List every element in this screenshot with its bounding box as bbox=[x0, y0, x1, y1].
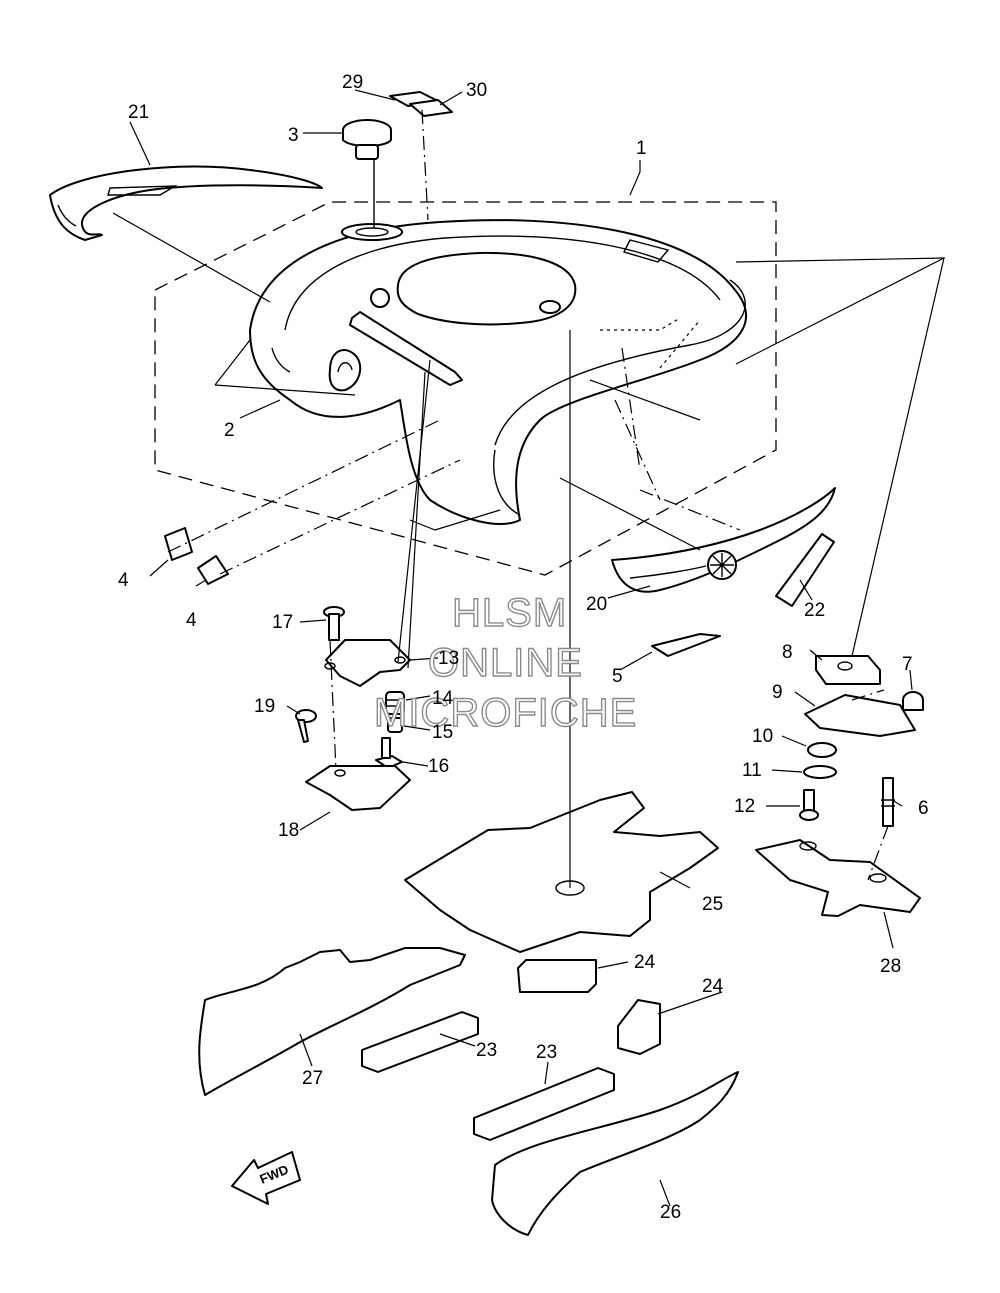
label-5[interactable] bbox=[651, 633, 721, 657]
washer-10[interactable] bbox=[807, 742, 837, 758]
watermark-line1: HLSM bbox=[452, 591, 567, 635]
callout-23b[interactable]: 23 bbox=[536, 1042, 557, 1063]
pad-24b[interactable] bbox=[617, 999, 661, 1055]
callout-21[interactable]: 21 bbox=[128, 102, 149, 123]
bolt-17[interactable] bbox=[323, 606, 345, 641]
collar-15[interactable] bbox=[387, 717, 403, 733]
callout-11[interactable]: 11 bbox=[742, 760, 762, 781]
bolt-12[interactable] bbox=[799, 789, 819, 821]
callout-10[interactable]: 10 bbox=[752, 726, 773, 747]
callout-19[interactable]: 19 bbox=[254, 696, 275, 717]
fuel-cap-3[interactable] bbox=[342, 119, 392, 160]
callout-23a[interactable]: 23 bbox=[476, 1040, 497, 1061]
watermark: HLSM ONLINE MICROFICHE bbox=[373, 590, 637, 735]
pad-4a[interactable] bbox=[164, 527, 193, 561]
callout-24a[interactable]: 24 bbox=[634, 952, 656, 973]
nut-7[interactable] bbox=[902, 691, 924, 711]
callout-12[interactable]: 12 bbox=[734, 796, 755, 817]
callout-7[interactable]: 7 bbox=[902, 654, 913, 675]
bolt-16[interactable] bbox=[375, 737, 403, 769]
callout-22[interactable]: 22 bbox=[804, 600, 825, 621]
callout-3[interactable]: 3 bbox=[288, 125, 299, 146]
pad-4b[interactable] bbox=[197, 555, 229, 585]
callout-18[interactable]: 18 bbox=[278, 820, 299, 841]
callout-1[interactable]: 1 bbox=[636, 138, 647, 159]
upper-bracket-13[interactable] bbox=[324, 639, 411, 687]
callout-16[interactable]: 16 bbox=[428, 756, 449, 777]
callout-9[interactable]: 9 bbox=[772, 682, 783, 703]
damper-14[interactable] bbox=[385, 691, 405, 715]
callout-8[interactable]: 8 bbox=[782, 642, 793, 663]
callout-17[interactable]: 17 bbox=[272, 612, 293, 633]
callout-4b[interactable]: 4 bbox=[186, 610, 197, 631]
lower-bracket-18[interactable] bbox=[305, 765, 411, 811]
callout-26[interactable]: 26 bbox=[660, 1202, 681, 1223]
bracket-9[interactable] bbox=[804, 694, 916, 737]
guard-26[interactable] bbox=[491, 1071, 739, 1236]
callout-14[interactable]: 14 bbox=[432, 688, 454, 709]
callout-15[interactable]: 15 bbox=[432, 722, 453, 743]
callout-25[interactable]: 25 bbox=[702, 894, 723, 915]
watermark-line2: ONLINE bbox=[428, 641, 583, 685]
forward-direction-arrow: FWD bbox=[231, 1151, 301, 1205]
callout-2[interactable]: 2 bbox=[224, 420, 235, 441]
callout-27[interactable]: 27 bbox=[302, 1068, 323, 1089]
callout-29[interactable]: 29 bbox=[342, 72, 363, 93]
strip-22[interactable] bbox=[775, 533, 835, 607]
sheet-25[interactable] bbox=[404, 791, 719, 953]
assembly-outline-1 bbox=[154, 201, 777, 576]
callout-24b[interactable]: 24 bbox=[702, 976, 724, 997]
assembly-axis-lines bbox=[167, 109, 889, 888]
callout-6[interactable]: 6 bbox=[918, 798, 929, 819]
bracket-28[interactable] bbox=[755, 839, 921, 917]
stud-6[interactable] bbox=[881, 777, 895, 827]
label-30[interactable] bbox=[409, 99, 453, 117]
pad-23a[interactable] bbox=[361, 1011, 479, 1073]
callout-28[interactable]: 28 bbox=[880, 956, 901, 977]
callout-13[interactable]: 13 bbox=[438, 648, 459, 669]
callout-20[interactable]: 20 bbox=[586, 594, 607, 615]
leader-lines bbox=[112, 89, 945, 1207]
callout-5[interactable]: 5 bbox=[612, 666, 623, 687]
watermark-line3: MICROFICHE bbox=[374, 691, 637, 735]
pad-24a[interactable] bbox=[517, 959, 597, 993]
callout-4a[interactable]: 4 bbox=[118, 570, 129, 591]
washer-11[interactable] bbox=[803, 765, 837, 779]
callout-30[interactable]: 30 bbox=[466, 80, 487, 101]
callout-labels: 1 2 3 4 4 5 6 7 8 9 10 11 12 13 14 15 16… bbox=[118, 72, 929, 1223]
side-cover-21[interactable] bbox=[49, 165, 323, 241]
pad-23b[interactable] bbox=[473, 1067, 615, 1141]
emblem-20[interactable] bbox=[611, 487, 836, 593]
screw-19[interactable] bbox=[295, 709, 317, 743]
fuel-tank[interactable] bbox=[249, 219, 747, 525]
bracket-8[interactable] bbox=[815, 655, 881, 685]
guard-27[interactable] bbox=[198, 947, 466, 1096]
